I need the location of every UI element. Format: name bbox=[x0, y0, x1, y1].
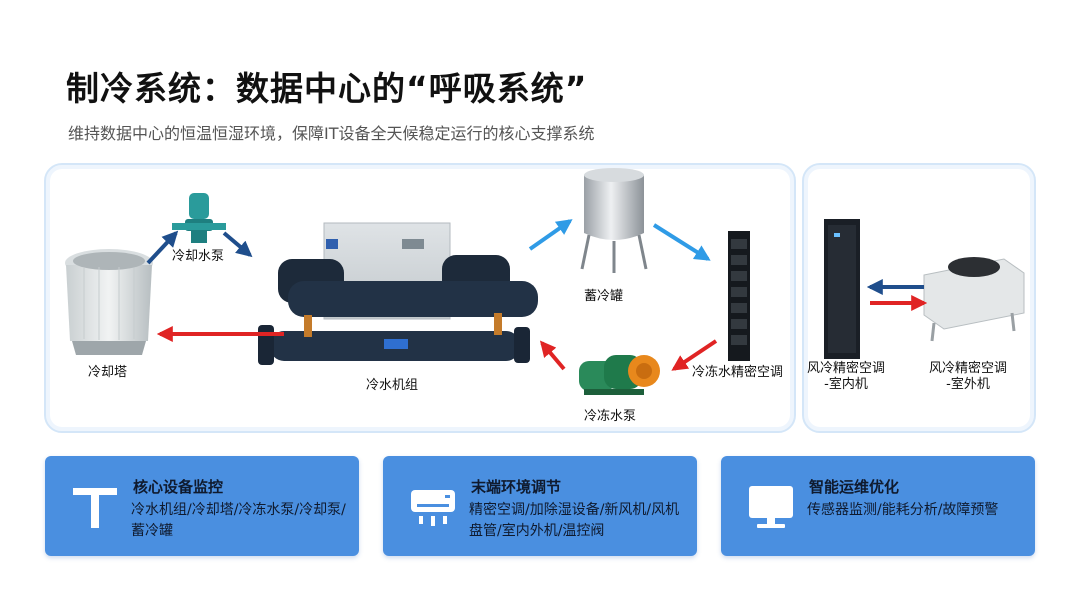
system-diagram: 冷却塔 冷却水泵 冷水机组 蓄冷罐 冷冻水泵 冷冻水精密空调 风冷精密空调 -室… bbox=[44, 163, 1036, 433]
cooling-pump-icon bbox=[172, 193, 226, 243]
monitor-icon bbox=[749, 486, 793, 528]
page-subtitle: 维持数据中心的恒温恒湿环境，保障IT设备全天候稳定运行的核心支撑系统 bbox=[68, 124, 595, 143]
air-outdoor-unit-icon bbox=[923, 257, 1025, 342]
label-chiller: 冷水机组 bbox=[366, 378, 419, 393]
label-chilled-pump: 冷冻水泵 bbox=[584, 409, 637, 424]
storage-tank-icon bbox=[580, 168, 648, 273]
card-smart-ops: 智能运维优化 传感器监测/能耗分析/故障预警 bbox=[721, 456, 1035, 556]
card-description: 精密空调/加除湿设备/新风机/风机盘管/室内外机/温控阀 bbox=[469, 502, 680, 539]
air-conditioner-icon bbox=[411, 490, 455, 526]
card-title: 末端环境调节 bbox=[471, 478, 562, 496]
page-title: 制冷系统：数据中心的“呼吸系统” bbox=[66, 69, 588, 108]
flow-arrows bbox=[146, 219, 928, 371]
label-air-indoor: 风冷精密空调 -室内机 bbox=[804, 361, 888, 393]
chiller-unit-icon bbox=[258, 222, 538, 365]
label-cooling-pump: 冷却水泵 bbox=[172, 249, 225, 264]
label-air-outdoor-line2: -室外机 bbox=[946, 377, 990, 392]
equipment-illustration bbox=[65, 168, 1025, 395]
label-air-outdoor-line1: 风冷精密空调 bbox=[928, 361, 1007, 376]
label-air-indoor-line2: -室内机 bbox=[824, 377, 868, 392]
precision-ac-cabinet-icon bbox=[728, 231, 750, 361]
card-title: 智能运维优化 bbox=[809, 478, 900, 496]
card-description: 冷水机组/冷却塔/冷冻水泵/冷却泵/蓄冷罐 bbox=[131, 502, 346, 539]
card-terminal-regulation: 末端环境调节 精密空调/加除湿设备/新风机/风机盘管/室内外机/温控阀 bbox=[383, 456, 697, 556]
text-t-icon bbox=[73, 488, 117, 528]
label-air-outdoor: 风冷精密空调 -室外机 bbox=[926, 361, 1010, 393]
card-description: 传感器监测/能耗分析/故障预警 bbox=[807, 502, 999, 518]
air-indoor-unit-icon bbox=[824, 219, 860, 359]
label-storage-tank: 蓄冷罐 bbox=[584, 289, 624, 304]
card-title: 核心设备监控 bbox=[133, 478, 224, 496]
label-cooling-tower: 冷却塔 bbox=[88, 365, 128, 380]
chilled-pump-icon bbox=[579, 355, 660, 395]
label-precision-ac: 冷冻水精密空调 bbox=[692, 365, 784, 380]
cooling-tower-icon bbox=[65, 249, 153, 355]
label-air-indoor-line1: 风冷精密空调 bbox=[806, 361, 885, 376]
card-core-monitoring: 核心设备监控 冷水机组/冷却塔/冷冻水泵/冷却泵/蓄冷罐 bbox=[45, 456, 359, 556]
